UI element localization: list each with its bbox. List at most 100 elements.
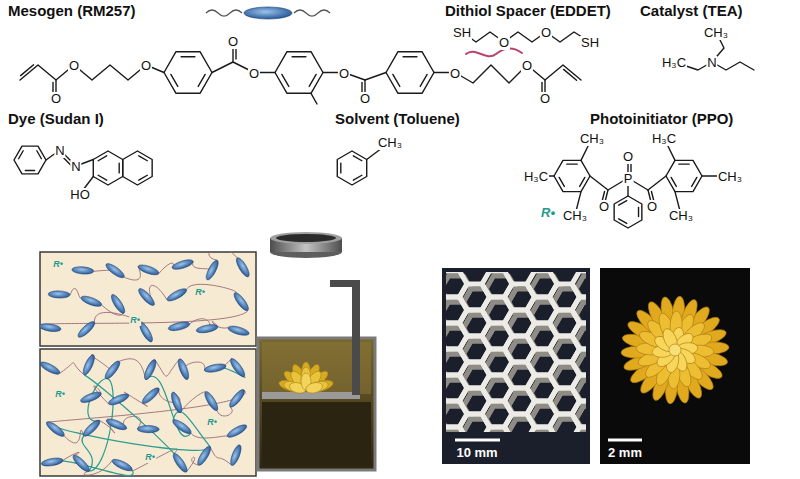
arm-horizontal: [330, 280, 360, 287]
polymer-chain: [209, 252, 237, 260]
atom-label: O: [248, 64, 260, 82]
atom-label: CH₃: [562, 206, 588, 224]
atom-label-text: N: [70, 160, 81, 174]
section-heading-text: Dye (Sudan I): [8, 111, 104, 128]
atom-label: O: [622, 147, 634, 165]
atom-label: N: [70, 157, 81, 175]
mesogen-ellipse: [45, 419, 67, 438]
bond-line: [434, 65, 581, 83]
atom-label: HO: [69, 185, 91, 203]
radical-label-text: R•: [52, 260, 64, 270]
bond-line: [666, 160, 702, 191]
section-heading-text: Mesogen (RM257): [8, 3, 136, 20]
atom-label-text: O: [359, 92, 371, 106]
mesogen-ellipse: [107, 392, 130, 407]
bond-line: [93, 151, 122, 185]
mesogen-ellipse: [103, 359, 122, 381]
flower-petal: [305, 381, 324, 395]
mesogen-ellipse: [204, 362, 227, 373]
atom-label: O: [338, 64, 350, 82]
light-ring-hole: [276, 234, 336, 242]
bond-line: [98, 156, 107, 161]
atom-label-text: H₃C: [523, 170, 549, 184]
mesogen-ellipse: [168, 320, 191, 332]
sudan-structure: [14, 146, 152, 194]
mesogen-ellipse: [142, 358, 158, 381]
bond-line: [323, 73, 386, 81]
bond-line: [386, 52, 434, 94]
bond-line: [198, 74, 205, 86]
atom-label: CH₃: [717, 167, 743, 185]
mesogen-ellipse: [227, 324, 250, 337]
spacer-wave: [466, 48, 522, 56]
mesogen-ellipse: [71, 453, 92, 474]
mesogen-ellipse: [195, 444, 213, 467]
light-ring-top: [270, 232, 342, 244]
mesogen-ellipse: [232, 291, 251, 313]
mesogen-ellipse: [137, 263, 160, 277]
bond-line: [164, 52, 212, 94]
bond-line: [590, 176, 648, 190]
atom-label: O: [598, 197, 610, 215]
atom-label-text: O: [449, 67, 461, 81]
mesogen-ellipse: [109, 293, 127, 315]
mesogen-ellipse: [244, 7, 292, 19]
atom-label: O: [540, 23, 552, 41]
atom-label-text: O: [68, 59, 80, 73]
atom-label-text: O: [539, 92, 551, 106]
scale-bar-label: 10 mm: [455, 443, 498, 461]
radical-label: R•: [144, 446, 156, 464]
bond-line: [19, 151, 24, 159]
atom-label-text: P: [623, 172, 634, 186]
atom-label: SH: [452, 23, 472, 41]
bond-line: [139, 175, 148, 180]
atom-label: N: [54, 141, 65, 159]
bond-line: [580, 177, 585, 186]
mesogen-ellipse: [111, 457, 134, 473]
bond-line: [282, 74, 289, 86]
vat-lower-zone: [262, 402, 371, 466]
honeycomb-cell: [572, 297, 586, 323]
schematic-panel: [40, 349, 256, 476]
bond-line: [648, 176, 666, 190]
atom-label: SH: [580, 33, 600, 51]
polymer-chain: [181, 392, 206, 413]
atom-label: O: [449, 64, 461, 82]
bond-line: [309, 74, 316, 86]
flower-center: [669, 344, 681, 356]
mesogen-ellipse: [140, 386, 161, 406]
atom-label-text: CH₃: [562, 209, 588, 223]
section-heading-text: Catalyst (TEA): [640, 3, 743, 20]
atom-label: H₃C: [661, 53, 687, 71]
polymer-chain: [124, 266, 140, 280]
bond-line: [353, 156, 362, 161]
atom-label-text: CH₃: [579, 132, 605, 146]
bond-line: [638, 207, 639, 216]
arm-vertical: [352, 280, 360, 395]
atom-label: O: [50, 89, 62, 107]
radical-label: R•: [540, 203, 556, 221]
honeycomb-cell: [446, 432, 471, 433]
atom-label-text: CH₃: [717, 170, 743, 184]
mesogen-ellipse: [48, 291, 70, 299]
bond-line: [311, 93, 317, 104]
spacer-wave: [294, 10, 330, 16]
polymer-chain: [70, 288, 81, 298]
honeycomb-cell: [572, 323, 586, 349]
bond-line: [462, 32, 590, 42]
mesogen-ellipse: [105, 417, 128, 432]
radical-label-text: R•: [540, 206, 556, 220]
atom-label: O: [68, 56, 80, 74]
mesogen-ellipse: [41, 457, 64, 468]
bond-line: [420, 74, 427, 86]
polymer-chain: [155, 359, 180, 376]
rm257-structure: [20, 41, 581, 104]
scale-bar-label-text: 10 mm: [455, 446, 498, 460]
bond-line: [692, 177, 697, 186]
section-heading-text: Dithiol Spacer (EDDET): [445, 3, 611, 20]
atom-label-text: O: [540, 26, 552, 40]
radical-label: R•: [52, 253, 64, 271]
bond-line: [353, 175, 362, 180]
bond-line: [554, 160, 590, 191]
